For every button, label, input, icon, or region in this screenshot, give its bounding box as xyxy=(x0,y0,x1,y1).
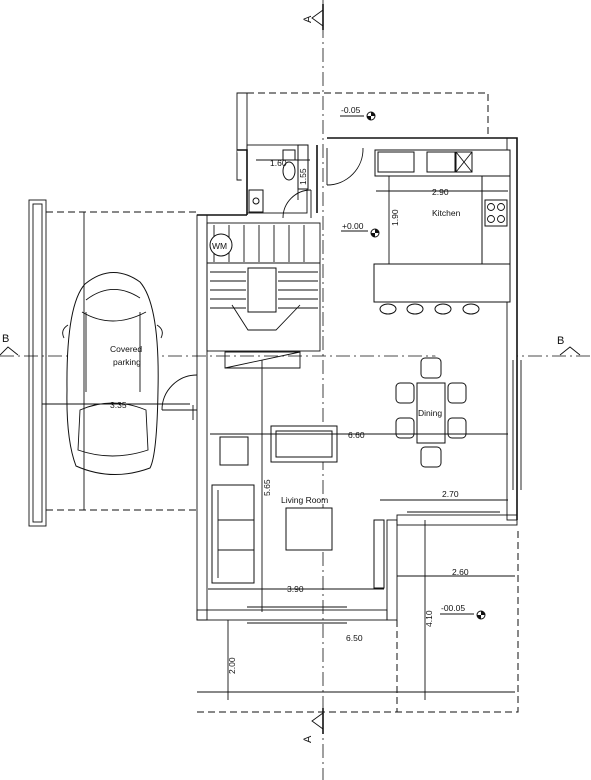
parking-door xyxy=(161,374,198,411)
dim-wc-width: 1.60 xyxy=(270,158,287,168)
parking-slab xyxy=(28,199,47,527)
bar-stool xyxy=(379,303,397,315)
car-icon: Covered parking xyxy=(62,272,163,476)
section-label-a-top: A xyxy=(302,15,314,23)
dim-front-depth: 2.00 xyxy=(227,657,237,674)
dim-house-width: 6.60 xyxy=(348,430,365,440)
tv-unit xyxy=(373,519,385,589)
kitchen-island xyxy=(373,263,511,303)
living-room: Living Room xyxy=(211,425,385,589)
room-label-covered-parking-line2: parking xyxy=(113,357,141,367)
dim-overall-width: 6.50 xyxy=(346,633,363,643)
toilet xyxy=(282,161,296,181)
room-label-covered-parking-line1: Covered xyxy=(110,344,142,354)
room-label-living-room: Living Room xyxy=(281,495,328,505)
dining-chair xyxy=(395,382,415,404)
sofa xyxy=(211,484,255,584)
dim-stair-depth: 5.65 xyxy=(262,479,272,496)
bar-stool xyxy=(462,303,480,315)
section-label-b-left: B xyxy=(2,333,9,345)
bar-stool xyxy=(434,303,452,315)
kitchen: Kitchen xyxy=(373,149,511,315)
dim-living-width: 3.90 xyxy=(287,584,304,594)
staircase: WM xyxy=(206,222,321,369)
dashed-outlines xyxy=(46,92,519,713)
side-table xyxy=(219,436,249,466)
kitchen-sink xyxy=(426,151,456,173)
dining-chair xyxy=(447,382,467,404)
section-label-a-bottom: A xyxy=(302,735,314,743)
dim-kitchen-width: 2.90 xyxy=(432,187,449,197)
reference-lines xyxy=(83,176,426,700)
dining-chair xyxy=(420,357,442,379)
cooktop xyxy=(484,199,508,227)
dim-terrace-width: 2.60 xyxy=(452,567,469,577)
dining: Dining xyxy=(395,357,467,468)
room-label-kitchen: Kitchen xyxy=(432,208,461,218)
coffee-table xyxy=(285,507,333,551)
dining-chair xyxy=(420,446,442,468)
dining-chair xyxy=(395,417,415,439)
bar-stool xyxy=(406,303,424,315)
level-ground-floor: +0.00 xyxy=(342,221,364,231)
dining-table xyxy=(416,382,446,444)
dim-kitchen-depth: 1.90 xyxy=(390,209,400,226)
dimension-lines xyxy=(42,148,515,693)
level-front-terrace: -00.05 xyxy=(441,603,465,613)
washing-machine xyxy=(209,233,233,257)
dim-parking-width: 3.35 xyxy=(110,400,127,410)
wc-area xyxy=(246,144,364,219)
washing-machine-label: WM xyxy=(212,241,227,251)
dim-dining-width: 2.70 xyxy=(442,489,459,499)
level-top-terrace: -0.05 xyxy=(341,105,361,115)
dimension-texts: 1.60 1.55 2.90 1.90 3.35 6.60 5.65 2.70 … xyxy=(110,158,469,674)
dining-chair xyxy=(447,417,467,439)
section-a-axis: A A xyxy=(302,0,324,780)
dim-terrace-depth: 4.10 xyxy=(424,610,434,627)
section-label-b-right: B xyxy=(557,335,564,347)
room-label-dining: Dining xyxy=(418,408,442,418)
level-markers: -0.05 +0.00 -00.05 xyxy=(340,105,486,620)
dim-wc-depth: 1.55 xyxy=(298,168,308,185)
